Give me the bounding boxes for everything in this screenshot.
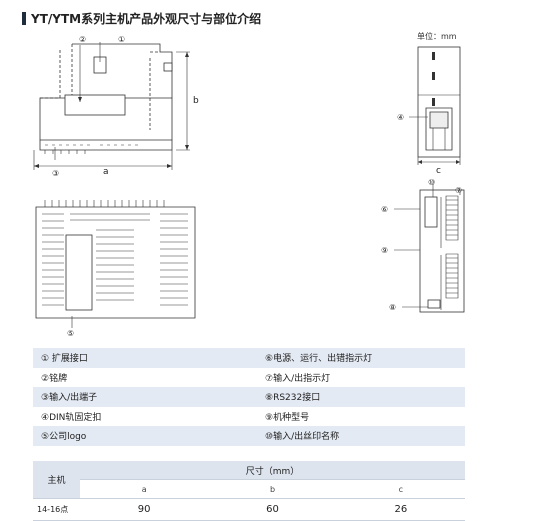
parts-row: ④DIN轨固定扣 ⑨机种型号: [33, 406, 465, 426]
callout-3: ③: [52, 169, 59, 178]
callout-8: ⑧: [389, 303, 396, 312]
subheader-a: a: [80, 479, 209, 499]
part-item: ⑦输入/出指示灯: [257, 367, 465, 387]
parts-table: ① 扩展接口 ⑥电源、运行、出错指示灯 ②铭牌 ⑦输入/出指示灯 ③输入/出端子…: [33, 348, 465, 446]
callout-2: ②: [79, 35, 86, 44]
callout-7: ⑦: [455, 186, 462, 195]
rear-view: [35, 200, 196, 328]
part-item: ③输入/出端子: [33, 387, 257, 407]
parts-row: ②铭牌 ⑦输入/出指示灯: [33, 367, 465, 387]
part-item: ⑨机种型号: [257, 406, 465, 426]
parts-row: ⑤公司logo ⑩输入/出丝印名称: [33, 426, 465, 446]
title-bar-marker: [22, 12, 26, 25]
value-b: 60: [208, 498, 337, 521]
unit-label: 单位：mm: [417, 32, 457, 41]
part-item: ④DIN轨固定扣: [33, 406, 257, 426]
table-row: 14-16点 90 60 26: [33, 498, 465, 521]
part-item: ① 扩展接口: [33, 348, 257, 368]
subheader-c: c: [336, 479, 465, 499]
row-label: 14-16点: [33, 498, 80, 521]
callout-4: ④: [397, 113, 404, 122]
dimension-a-label: a: [103, 167, 109, 177]
part-item: ⑧RS232接口: [257, 387, 465, 407]
part-item: ⑩输入/出丝印名称: [257, 426, 465, 446]
dimension-c-label: c: [436, 166, 441, 176]
callout-1: ①: [118, 35, 125, 44]
part-item: ②铭牌: [33, 367, 257, 387]
dimensions-subheader-row: a b c: [33, 479, 465, 499]
main-unit-header: 主机: [33, 461, 80, 499]
part-item: ⑥电源、运行、出错指示灯: [257, 348, 465, 368]
page-title-text: YT/YTM系列主机产品外观尺寸与部位介绍: [31, 12, 262, 26]
size-header: 尺寸（mm）: [80, 461, 465, 480]
dimensions-table: 主机 尺寸（mm） a b c 14-16点 90 60 26: [33, 461, 465, 521]
part-item: ⑤公司logo: [33, 426, 257, 446]
callout-5: ⑤: [67, 329, 74, 338]
page-title: YT/YTM系列主机产品外观尺寸与部位介绍: [22, 10, 261, 27]
parts-row: ① 扩展接口 ⑥电源、运行、出错指示灯: [33, 348, 465, 368]
dimension-b-label: b: [193, 96, 199, 106]
callout-10: ⑩: [428, 178, 435, 187]
parts-row: ③输入/出端子 ⑧RS232接口: [33, 387, 465, 407]
subheader-b: b: [208, 479, 337, 499]
dimensions-header-row: 主机 尺寸（mm）: [33, 461, 465, 499]
technical-drawing: ① ② ③ b a ⑤ ④ c ⑩ ⑦ ⑥ ⑨ ⑧: [33, 35, 465, 338]
value-a: 90: [80, 498, 209, 521]
top-view: [394, 184, 465, 313]
callout-9: ⑨: [381, 246, 388, 255]
front-view: [33, 42, 190, 170]
callout-6: ⑥: [381, 205, 388, 214]
side-view: [409, 46, 461, 165]
value-c: 26: [336, 498, 465, 521]
